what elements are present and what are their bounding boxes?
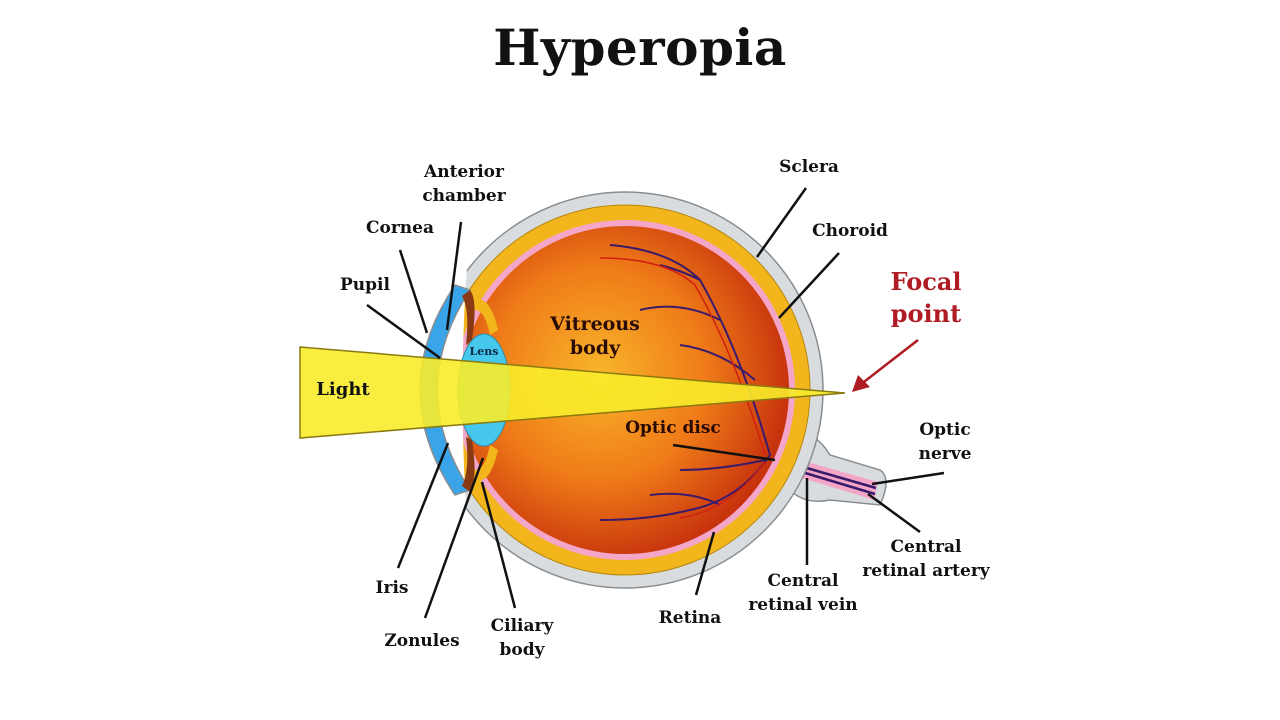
label-pupil: Pupil — [340, 275, 390, 295]
label-retina: Retina — [658, 608, 722, 628]
page-title: Hyperopia — [493, 18, 787, 77]
label-focal-point: Focal point — [890, 267, 962, 328]
label-sclera: Sclera — [779, 157, 839, 177]
label-optic-nerve: Optic nerve — [918, 420, 972, 464]
focal-point-arrow — [852, 339, 919, 392]
label-vitreous-body: Vitreous body — [550, 313, 640, 359]
label-lens: Lens — [469, 345, 499, 358]
label-zonules: Zonules — [384, 631, 460, 651]
retinal-vessels-red — [599, 257, 766, 519]
leader-lines — [366, 187, 945, 619]
iris-shape — [462, 290, 475, 345]
label-anterior-chamber: Anterior chamber — [422, 162, 506, 206]
label-choroid: Choroid — [812, 221, 888, 241]
label-optic-disc: Optic disc — [625, 418, 721, 438]
label-cornea: Cornea — [365, 218, 435, 238]
cornea-shape — [419, 284, 472, 496]
label-light: Light — [316, 379, 370, 400]
label-central-retinal-vein: Central retinal vein — [748, 571, 858, 615]
iris-shape-lower — [462, 437, 475, 492]
light-beam — [299, 346, 846, 439]
label-iris: Iris — [375, 578, 409, 598]
label-ciliary-body: Ciliary body — [490, 616, 554, 660]
label-central-retinal-artery: Central retinal artery — [862, 537, 990, 581]
